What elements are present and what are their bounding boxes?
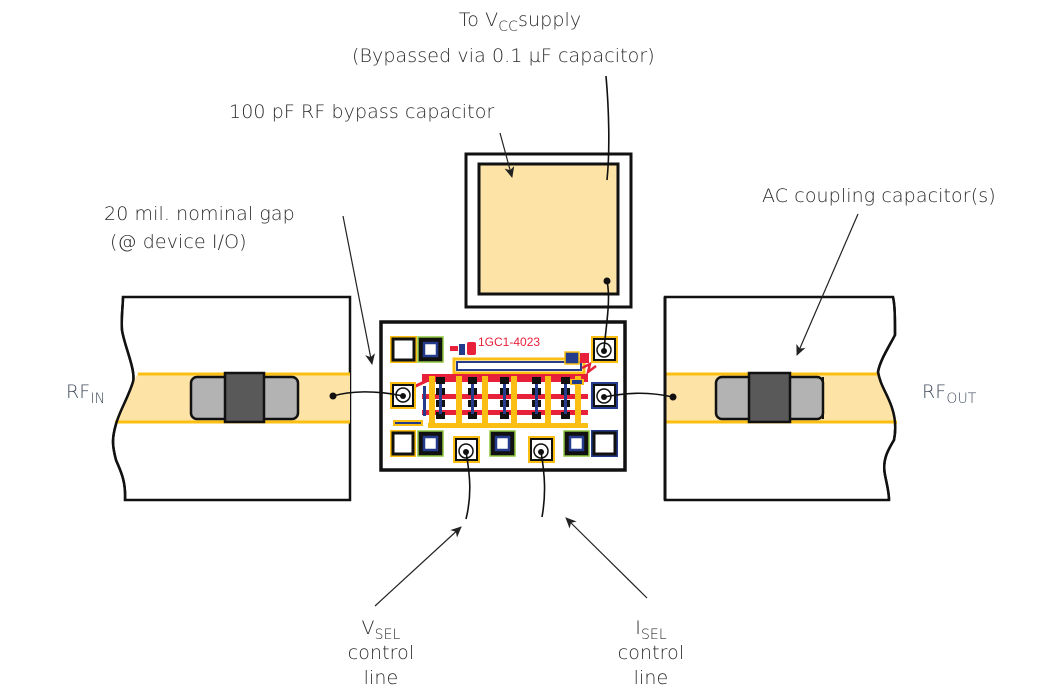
isel-label: ISEL control line [617, 617, 685, 689]
rf-bypass-capacitor-label: 100 pF RF bypass capacitor [229, 101, 495, 123]
rf-in-bond-wire [332, 391, 404, 397]
amplifier-chip: 1GC1-4023 [379, 320, 627, 472]
gap-arrow [342, 215, 375, 365]
isel-control-wire [540, 451, 546, 518]
chip-circuitry [393, 342, 597, 428]
bond-wires [332, 75, 674, 520]
rf-out-substrate [663, 295, 897, 502]
ac-coupling-capacitor-out-center [747, 371, 792, 424]
bypass-cap-arrow [499, 132, 515, 178]
rf-out-bond-wire [603, 392, 674, 398]
vsel-arrow [374, 526, 462, 607]
ac-coupling-capacitor-in-center [223, 371, 266, 424]
vcc-supply-label: To VCCsupply [458, 9, 582, 35]
rf-in-label: RFIN [66, 381, 106, 407]
rf-bypass-capacitor [464, 152, 633, 309]
chip-part-number: 1GC1-4023 [478, 335, 540, 349]
vsel-label: VSEL control line [347, 617, 415, 689]
gap-label-line1: 20 mil. nominal gap [104, 203, 295, 225]
chip-pads [390, 336, 618, 463]
isel-arrow [565, 517, 648, 599]
gap-label-line2: (@ device I/O) [110, 231, 247, 253]
ac-coupling-label: AC coupling capacitor(s) [762, 185, 996, 207]
ac-coupling-arrow [796, 213, 859, 356]
bypassed-note-label: (Bypassed via 0.1 µF capacitor) [352, 45, 655, 67]
rf-in-substrate [111, 295, 352, 502]
rf-out-label: RFOUT [922, 381, 977, 407]
vsel-control-wire [465, 451, 471, 520]
leader-lines [342, 132, 859, 607]
vcc-bond-wire [603, 280, 610, 351]
